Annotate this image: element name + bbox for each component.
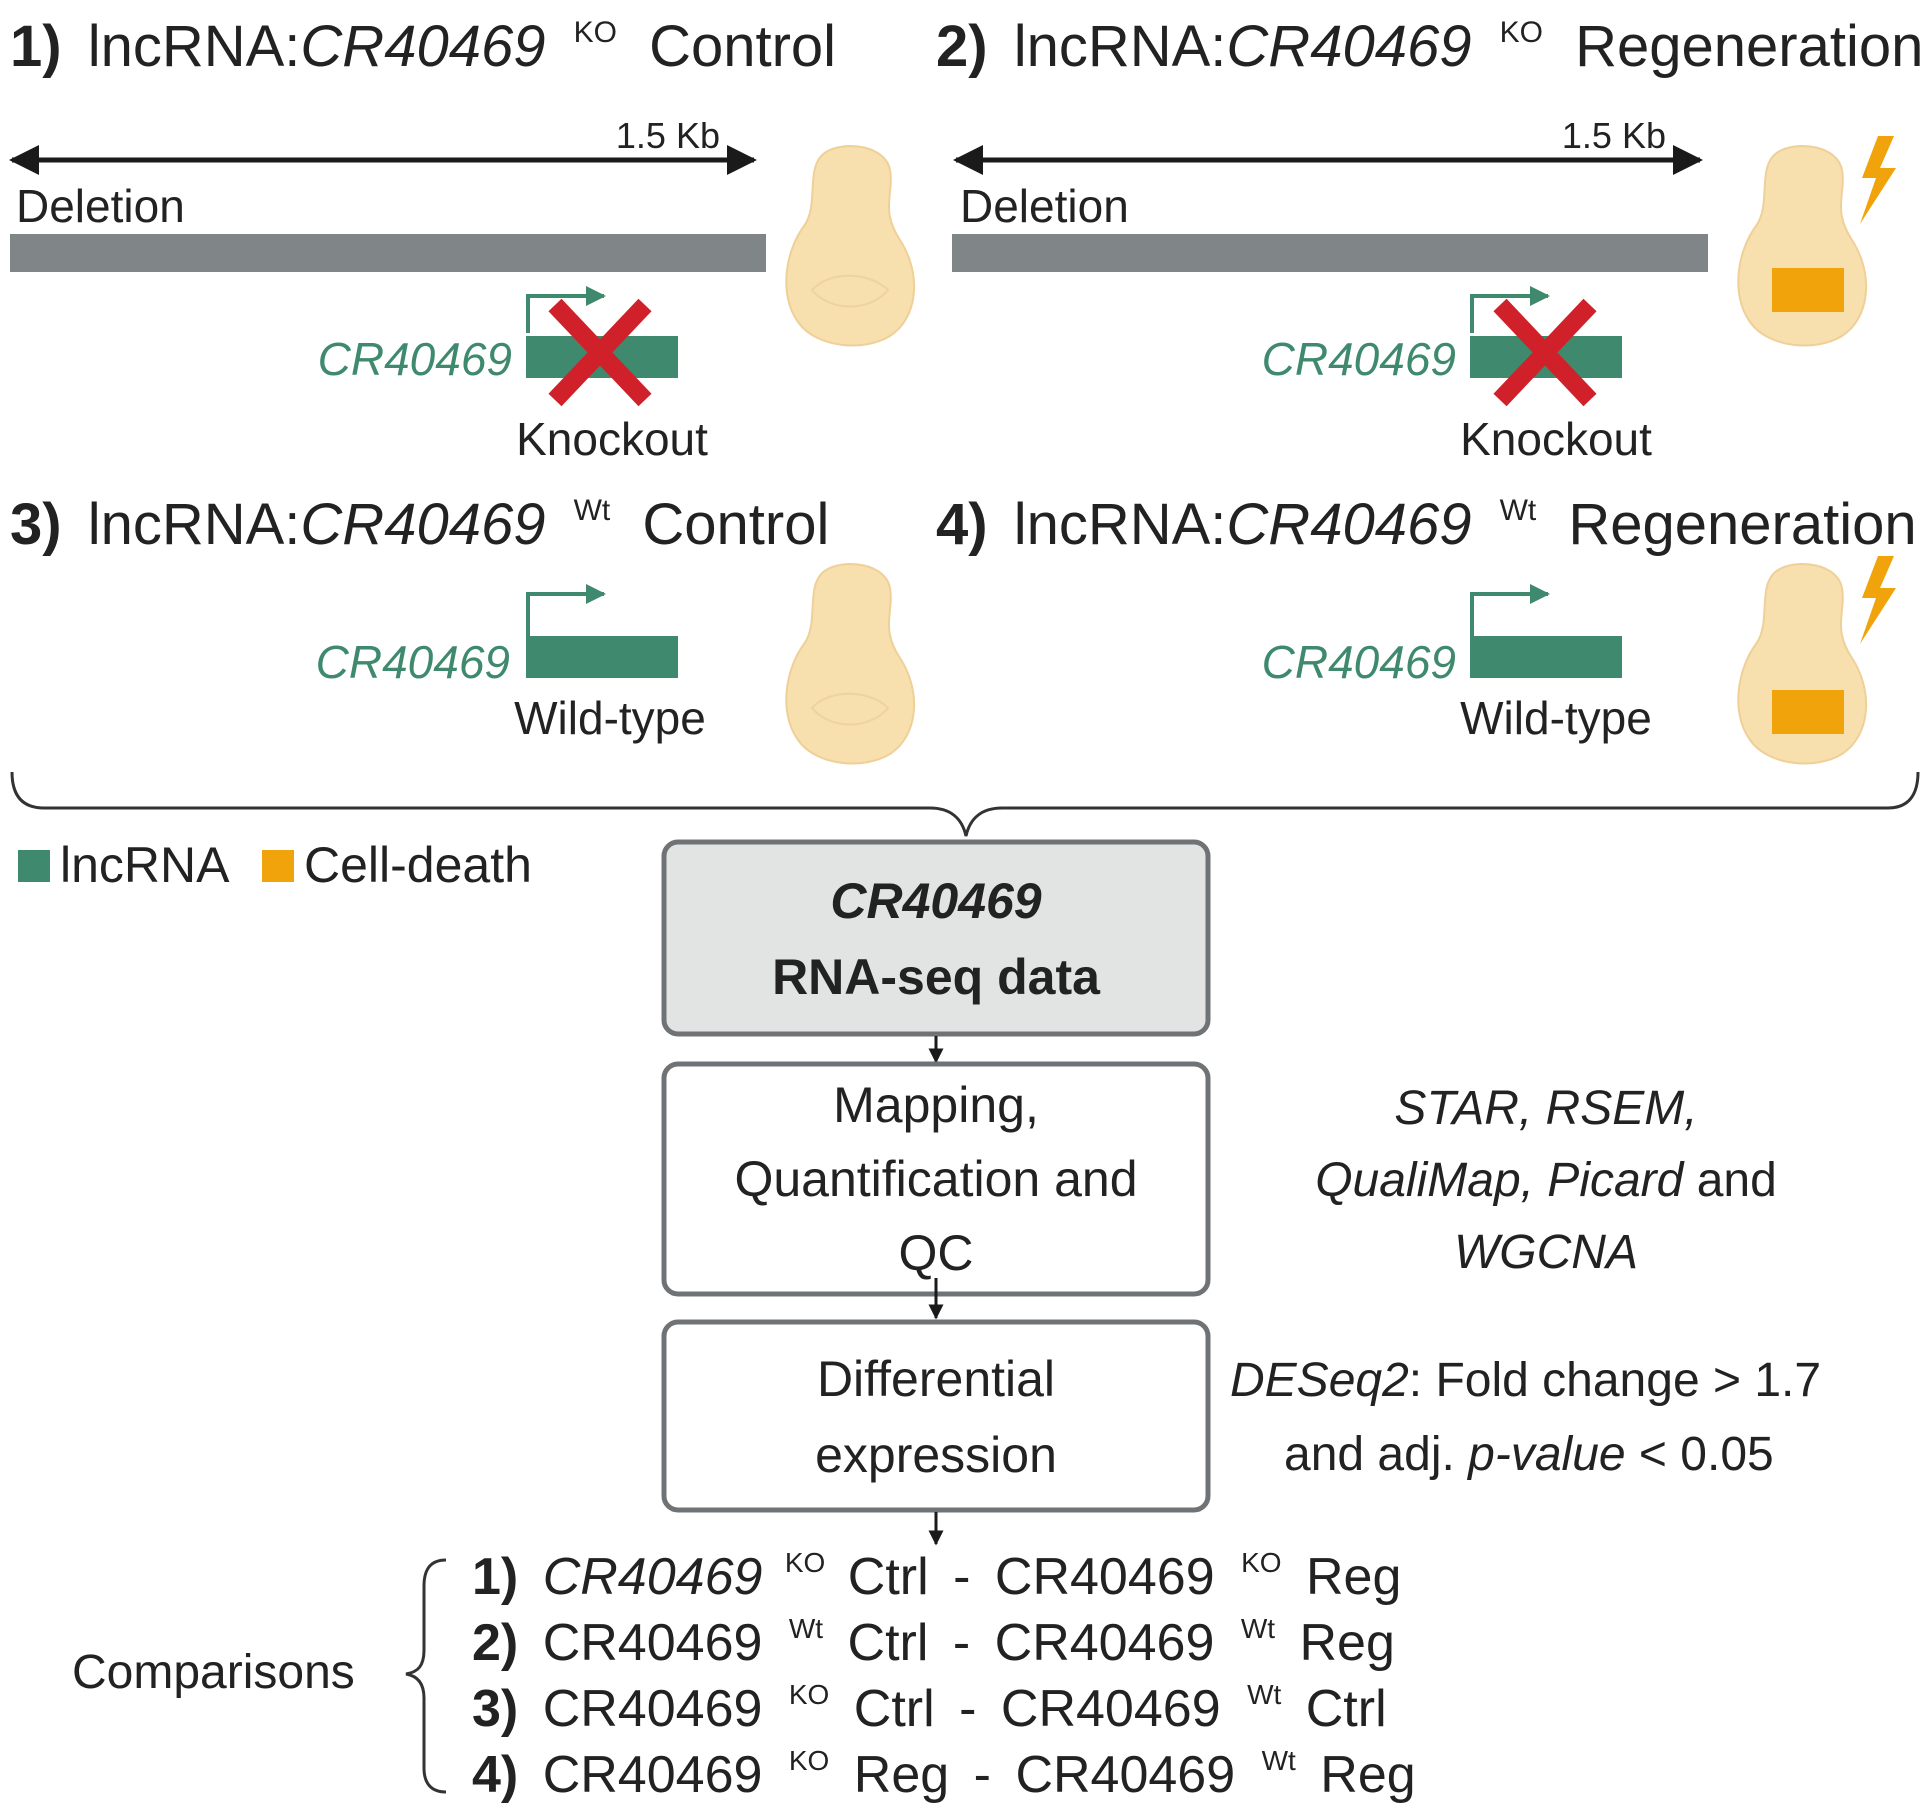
panel-4-cell-death-region	[1772, 690, 1844, 734]
deseq-line-2: and adj. p-value < 0.05	[1284, 1428, 1774, 1481]
mapping-line-3: QC	[899, 1225, 974, 1281]
tools-note: STAR, RSEM, QualiMap, Picard and WGCNA	[1315, 1082, 1777, 1279]
comparison-item-1: 1) CR40469 KO Ctrl - CR40469 KO Reg	[472, 1526, 1401, 1606]
merge-brace	[10, 771, 1920, 837]
flow-box-rnaseq: CR40469 RNA-seq data	[661, 839, 1211, 1037]
tools-line-3: WGCNA	[1454, 1226, 1638, 1279]
panel-2-deletion-bar	[952, 234, 1708, 272]
legend-lncrna-label: lncRNA	[60, 837, 230, 893]
panel-3-gene-label: CR40469	[316, 636, 510, 688]
mapping-line-2: Quantification and	[734, 1151, 1137, 1207]
panel-2-lightning-icon	[1860, 136, 1896, 224]
differential-line-2: expression	[815, 1427, 1057, 1483]
panel-4-gene-label: CR40469	[1262, 636, 1456, 688]
panel-3-status: Wild-type	[514, 692, 706, 744]
flow-box-mapping: Mapping, Quantification and QC	[661, 1061, 1211, 1297]
rnaseq-gene: CR40469	[830, 873, 1041, 929]
panel-4-wing-disc	[1737, 563, 1868, 765]
panel-4: 4) lncRNA:CR40469 Wt Regeneration CR4046…	[936, 468, 1917, 765]
panel-2-status: Knockout	[1460, 413, 1652, 465]
panel-2-gene-label: CR40469	[1262, 333, 1456, 385]
panel-3-title: 3) lncRNA:CR40469 Wt Control	[10, 468, 829, 557]
comparison-item-2: 2) CR40469 Wt Ctrl - CR40469 Wt Reg	[472, 1592, 1395, 1672]
panel-2-wing-disc	[1737, 145, 1868, 347]
panel-3-wing-disc	[785, 563, 916, 765]
panel-1-wing-disc	[785, 145, 916, 347]
comparisons-label: Comparisons	[72, 1646, 355, 1699]
panel-4-lncrna-gene	[1470, 636, 1622, 678]
mapping-line-1: Mapping,	[833, 1077, 1039, 1133]
panel-4-lightning-icon	[1860, 556, 1896, 644]
panel-4-status: Wild-type	[1460, 692, 1652, 744]
panel-1-size-label: 1.5 Kb	[616, 115, 720, 156]
panel-2-title: 2) lncRNA:CR40469 KO Regeneration	[936, 0, 1923, 79]
panel-3-tss-arrow	[526, 584, 606, 636]
panel-2-tss-arrow	[1470, 286, 1550, 333]
comparisons-brace	[405, 1558, 447, 1794]
panel-1-status: Knockout	[516, 413, 708, 465]
panel-1-gene-label: CR40469	[318, 333, 512, 385]
panel-2-deletion-label: Deletion	[960, 180, 1129, 232]
deseq-line-1: DESeq2: Fold change > 1.7	[1230, 1354, 1821, 1407]
deseq-note: DESeq2: Fold change > 1.7 and adj. p-val…	[1230, 1354, 1821, 1481]
panel-1-deletion-label: Deletion	[16, 180, 185, 232]
panel-3: 3) lncRNA:CR40469 Wt Control CR40469 Wil…	[10, 468, 916, 765]
legend: lncRNA Cell-death	[18, 837, 532, 893]
panel-2: 2) lncRNA:CR40469 KO Regeneration 1.5 Kb…	[936, 0, 1923, 465]
legend-cell-death-label: Cell-death	[304, 837, 532, 893]
panel-1-knockout-cross	[548, 298, 652, 407]
panel-2-size-label: 1.5 Kb	[1562, 115, 1666, 156]
tools-line-2: QualiMap, Picard and	[1315, 1154, 1777, 1207]
differential-line-1: Differential	[817, 1351, 1055, 1407]
panel-1-tss-arrow	[526, 286, 606, 333]
legend-cell-death-swatch	[262, 850, 294, 882]
panel-1-deletion-bar	[10, 234, 766, 272]
rnaseq-title: RNA-seq data	[772, 949, 1101, 1005]
comparison-item-4: 4) CR40469 KO Reg - CR40469 Wt Reg	[472, 1724, 1416, 1804]
flow-box-differential: Differential expression	[661, 1319, 1211, 1513]
tools-line-1: STAR, RSEM,	[1394, 1082, 1697, 1135]
panel-2-cell-death-region	[1772, 268, 1844, 312]
comparison-item-3: 3) CR40469 KO Ctrl - CR40469 Wt Ctrl	[472, 1658, 1387, 1738]
panel-3-lncrna-gene	[526, 636, 678, 678]
panel-1-title: 1) lncRNA:CR40469 KO Control	[10, 0, 836, 79]
comparisons: Comparisons 1) CR40469 KO Ctrl - CR40469…	[72, 1526, 1416, 1804]
panel-2-knockout-cross	[1493, 298, 1597, 407]
panel-4-title: 4) lncRNA:CR40469 Wt Regeneration	[936, 468, 1917, 557]
panel-4-tss-arrow	[1470, 584, 1550, 636]
legend-lncrna-swatch	[18, 850, 50, 882]
panel-1: 1) lncRNA:CR40469 KO Control 1.5 Kb Dele…	[8, 0, 916, 465]
